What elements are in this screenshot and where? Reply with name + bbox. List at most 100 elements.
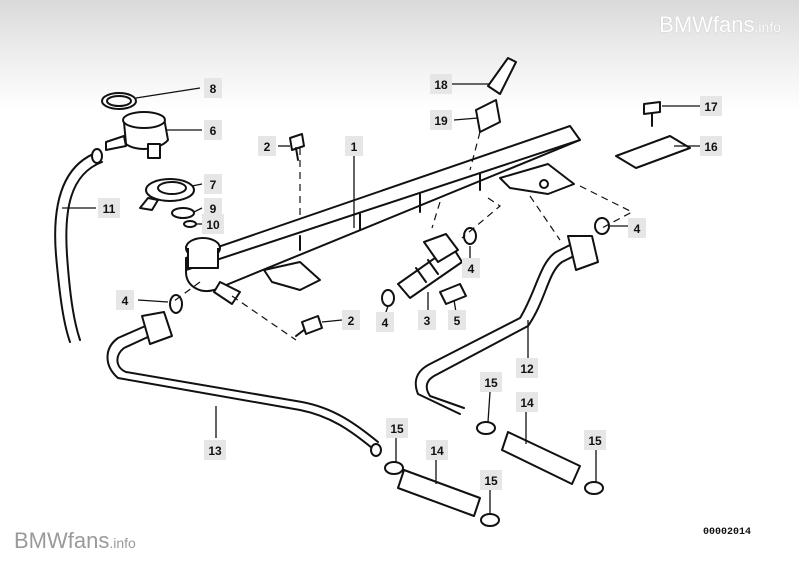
callout-8: 8 bbox=[204, 78, 222, 98]
svg-text:18: 18 bbox=[434, 78, 448, 92]
rail-bracket-left bbox=[213, 281, 241, 305]
callout-15c: 15 bbox=[480, 372, 502, 392]
clamp-15d bbox=[584, 481, 604, 495]
boot-18 bbox=[487, 57, 517, 95]
svg-text:15: 15 bbox=[484, 474, 498, 488]
dash-2b bbox=[231, 295, 297, 341]
svg-text:4: 4 bbox=[468, 262, 475, 276]
hose-14b bbox=[501, 431, 581, 485]
clamp-15c bbox=[476, 421, 496, 435]
callout-4d: 4 bbox=[628, 218, 646, 238]
svg-text:5: 5 bbox=[454, 314, 461, 328]
svg-text:9: 9 bbox=[210, 202, 217, 216]
svg-text:8: 8 bbox=[210, 82, 217, 96]
svg-text:14: 14 bbox=[520, 396, 534, 410]
callout-4b: 4 bbox=[462, 258, 480, 278]
callout-16: 16 bbox=[700, 136, 722, 156]
lead-7 bbox=[191, 183, 203, 187]
callout-17: 17 bbox=[700, 96, 722, 116]
o-ring-10 bbox=[183, 220, 197, 228]
rail-bracket-right bbox=[499, 163, 575, 195]
callout-1: 1 bbox=[345, 136, 363, 156]
rail-edge bbox=[185, 139, 581, 271]
svg-text:3: 3 bbox=[424, 314, 431, 328]
callout-3: 3 bbox=[418, 310, 436, 330]
callout-6: 6 bbox=[204, 120, 222, 140]
lead-19 bbox=[453, 117, 479, 121]
hose-14a bbox=[397, 469, 481, 517]
connector-19 bbox=[475, 99, 501, 133]
o-ring-4a bbox=[169, 294, 183, 314]
regulator-top bbox=[122, 111, 166, 129]
callout-4c: 4 bbox=[376, 312, 394, 332]
dash-4d bbox=[579, 185, 634, 229]
rail-injector-ports bbox=[299, 173, 481, 251]
dash-3 bbox=[461, 197, 501, 239]
svg-text:14: 14 bbox=[430, 444, 444, 458]
header-gradient bbox=[0, 0, 799, 110]
o-ring-9 bbox=[171, 207, 195, 219]
fuel-rail-1 bbox=[185, 125, 581, 292]
lead-8 bbox=[135, 87, 201, 99]
pipe-12-flange bbox=[567, 235, 599, 271]
svg-text:16: 16 bbox=[704, 140, 718, 154]
svg-text:7: 7 bbox=[210, 178, 217, 192]
bolt-2a-shank bbox=[295, 147, 299, 161]
clamp-ring-7-tab bbox=[139, 197, 159, 211]
svg-text:2: 2 bbox=[264, 140, 271, 154]
clip-5 bbox=[439, 283, 467, 305]
callout-15b: 15 bbox=[480, 470, 502, 490]
callout-15a: 15 bbox=[386, 418, 408, 438]
rail-bracket-mid bbox=[263, 261, 321, 291]
regulator-nipple bbox=[105, 135, 127, 151]
injector-ribs bbox=[415, 259, 439, 283]
svg-text:19: 19 bbox=[434, 114, 448, 128]
callout-13: 13 bbox=[204, 440, 226, 460]
svg-text:1: 1 bbox=[351, 140, 358, 154]
diagram-code: 00002014 bbox=[703, 527, 752, 538]
dash-19 bbox=[469, 131, 481, 171]
svg-text:15: 15 bbox=[390, 422, 404, 436]
callout-11: 11 bbox=[98, 198, 120, 218]
callout-9: 9 bbox=[204, 198, 222, 218]
o-ring-4b bbox=[463, 227, 477, 245]
bracket-16 bbox=[615, 135, 691, 169]
bolt-2b-shank bbox=[295, 329, 305, 337]
rail-cup-body bbox=[187, 248, 219, 269]
hose-11-end bbox=[91, 148, 103, 164]
watermark-top: BMWfans.info bbox=[659, 12, 781, 37]
fuel-pipe-12 bbox=[414, 241, 577, 415]
svg-text:2: 2 bbox=[348, 314, 355, 328]
svg-text:15: 15 bbox=[484, 376, 498, 390]
callout-5: 5 bbox=[448, 310, 466, 330]
lead-9 bbox=[193, 207, 203, 213]
callout-12: 12 bbox=[516, 358, 538, 378]
fuel-pipe-12-b bbox=[425, 253, 579, 409]
svg-text:4: 4 bbox=[122, 294, 129, 308]
bolt-2b-head bbox=[301, 315, 323, 335]
svg-text:4: 4 bbox=[382, 316, 389, 330]
dash-4b bbox=[431, 201, 441, 229]
pipe-13-flange bbox=[141, 311, 173, 345]
callout-4a: 4 bbox=[116, 290, 134, 310]
injector-connector bbox=[423, 233, 459, 263]
svg-text:10: 10 bbox=[206, 218, 220, 232]
svg-text:12: 12 bbox=[520, 362, 534, 376]
bolt-2a-head bbox=[289, 133, 305, 151]
lead-2b bbox=[321, 319, 343, 323]
o-ring-8-inner bbox=[106, 95, 132, 107]
callout-7: 7 bbox=[204, 174, 222, 194]
svg-text:13: 13 bbox=[208, 444, 222, 458]
callout-2b: 2 bbox=[342, 310, 360, 330]
clamp-15b bbox=[480, 513, 500, 527]
lead-4a bbox=[137, 299, 169, 303]
callout-14b: 14 bbox=[516, 392, 538, 412]
callout-10: 10 bbox=[202, 214, 224, 234]
svg-text:6: 6 bbox=[210, 124, 217, 138]
clamp-15a bbox=[384, 461, 404, 475]
svg-text:15: 15 bbox=[588, 434, 602, 448]
svg-text:17: 17 bbox=[704, 100, 718, 114]
rail-bracket-hole bbox=[539, 179, 549, 189]
callout-2a: 2 bbox=[258, 136, 276, 156]
